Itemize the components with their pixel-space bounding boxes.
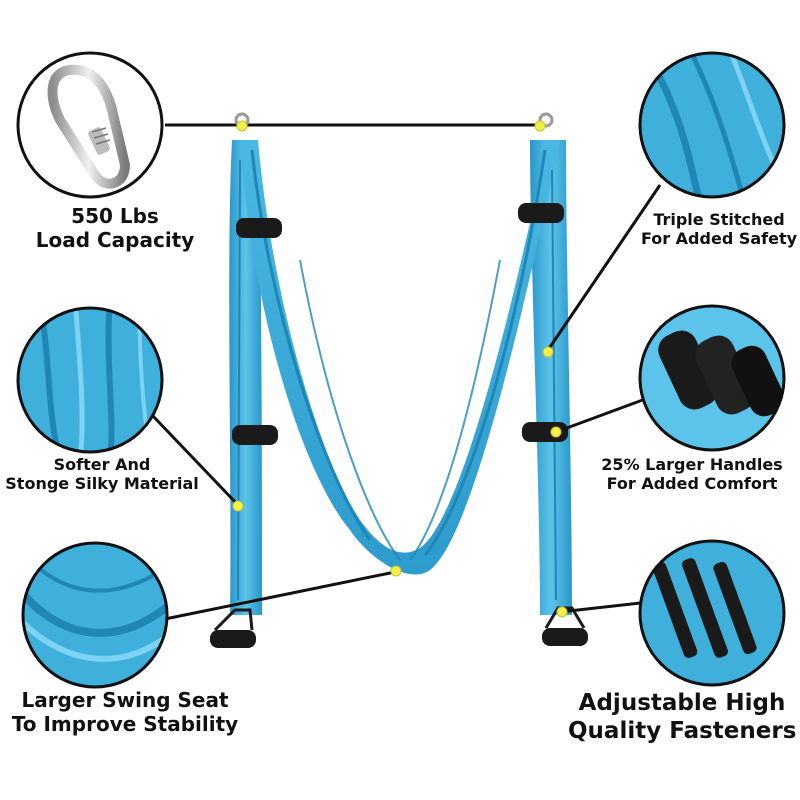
fasteners-label: Adjustable High Quality Fasteners (568, 690, 796, 745)
carabiner-detail (16, 51, 164, 199)
handles-label: 25% Larger Handles For Added Comfort (588, 455, 796, 493)
handles-detail (638, 304, 786, 452)
callout-lines (150, 184, 662, 622)
seat-detail (21, 541, 169, 689)
handles-line2: For Added Comfort (606, 474, 778, 494)
stitching-detail (638, 51, 786, 199)
stitching-label: Triple Stitched For Added Safety (640, 210, 798, 248)
hammock-fabric (229, 140, 572, 615)
material-line2: Stonge Silky Material (5, 474, 199, 494)
swing-seat-label: Larger Swing Seat To Improve Stability (2, 688, 248, 736)
fasteners-detail (638, 539, 786, 687)
stitching-line2: For Added Safety (640, 229, 798, 249)
fabric-detail (16, 306, 164, 454)
load-capacity-line1: 550 Lbs (71, 204, 159, 228)
material-line1: Softer And (53, 455, 151, 474)
handles-line1: 25% Larger Handles (601, 455, 783, 474)
swing-seat-line2: To Improve Stability (11, 712, 239, 736)
load-capacity-line2: Load Capacity (35, 228, 195, 252)
stitching-line1: Triple Stitched (653, 210, 785, 229)
ring-icon (538, 112, 554, 128)
load-capacity-label: 550 Lbs Load Capacity (30, 204, 200, 252)
material-label: Softer And Stonge Silky Material (4, 455, 200, 493)
fasteners-line2: Quality Fasteners (568, 717, 797, 744)
marker-dots (232, 120, 568, 618)
swing-seat-line1: Larger Swing Seat (21, 688, 229, 712)
fasteners-line1: Adjustable High (578, 690, 786, 716)
